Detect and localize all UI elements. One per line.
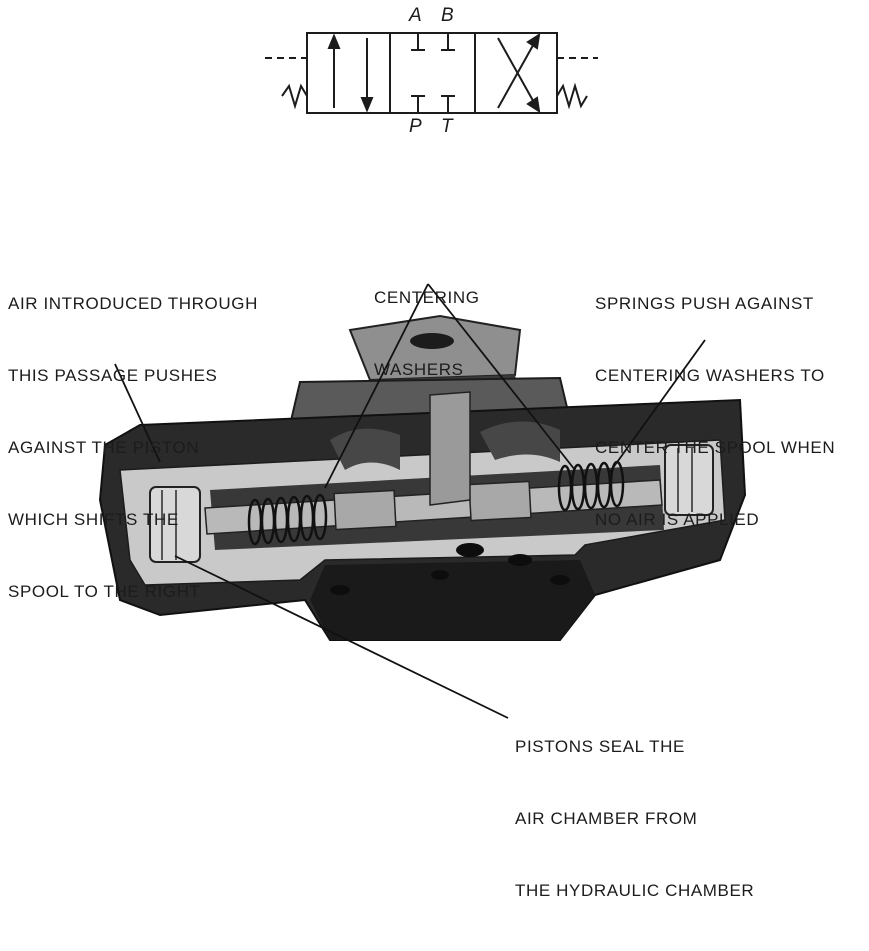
- callout-line: THIS PASSAGE PUSHES: [8, 366, 218, 385]
- callout-line: SPOOL TO THE RIGHT: [8, 582, 201, 601]
- callout-air-passage: AIR INTRODUCED THROUGH THIS PASSAGE PUSH…: [8, 244, 258, 652]
- callout-line: AIR CHAMBER FROM: [515, 809, 698, 828]
- callout-springs: SPRINGS PUSH AGAINST CENTERING WASHERS T…: [595, 244, 835, 580]
- spring-left: [281, 83, 308, 110]
- leader-washer-right: [427, 283, 576, 471]
- leader-pistons: [174, 555, 509, 719]
- port-t-label: T: [441, 116, 453, 137]
- callout-line: AIR INTRODUCED THROUGH: [8, 294, 258, 313]
- callout-line: CENTER THE SPOOL WHEN: [595, 438, 836, 457]
- valve-symbol: [265, 32, 598, 114]
- callout-line: WHICH SHIFTS THE: [8, 510, 179, 529]
- left-spring: [247, 493, 328, 546]
- callout-line: CENTERING: [374, 288, 480, 307]
- valve-diagram: A B P T: [8, 5, 835, 900]
- leader-air-passage: [114, 363, 161, 463]
- callout-line: SPRINGS PUSH AGAINST: [595, 294, 814, 313]
- callout-line: THE HYDRAULIC CHAMBER: [515, 881, 755, 900]
- arrow-cross-2: [497, 37, 537, 107]
- spring-right: [556, 82, 588, 110]
- port-a-label: A: [409, 5, 422, 26]
- callout-centering-washers: CENTERING WASHERS: [374, 238, 480, 430]
- leader-springs: [609, 339, 706, 473]
- callout-line: PISTONS SEAL THE: [515, 737, 685, 756]
- port-b-label: B: [441, 5, 454, 26]
- callout-line: WASHERS: [374, 360, 464, 379]
- port-p-label: P: [409, 116, 422, 137]
- callout-pistons: PISTONS SEAL THE AIR CHAMBER FROM THE HY…: [515, 687, 754, 951]
- callout-line: NO AIR IS APPLIED: [595, 510, 760, 529]
- leader-washer-left: [324, 283, 429, 489]
- valve-cutaway-illustration: [98, 283, 747, 719]
- symbol-envelope: [306, 32, 558, 114]
- leader-lines: [114, 283, 706, 719]
- callout-line: AGAINST THE PISTON: [8, 438, 200, 457]
- callout-line: CENTERING WASHERS TO: [595, 366, 825, 385]
